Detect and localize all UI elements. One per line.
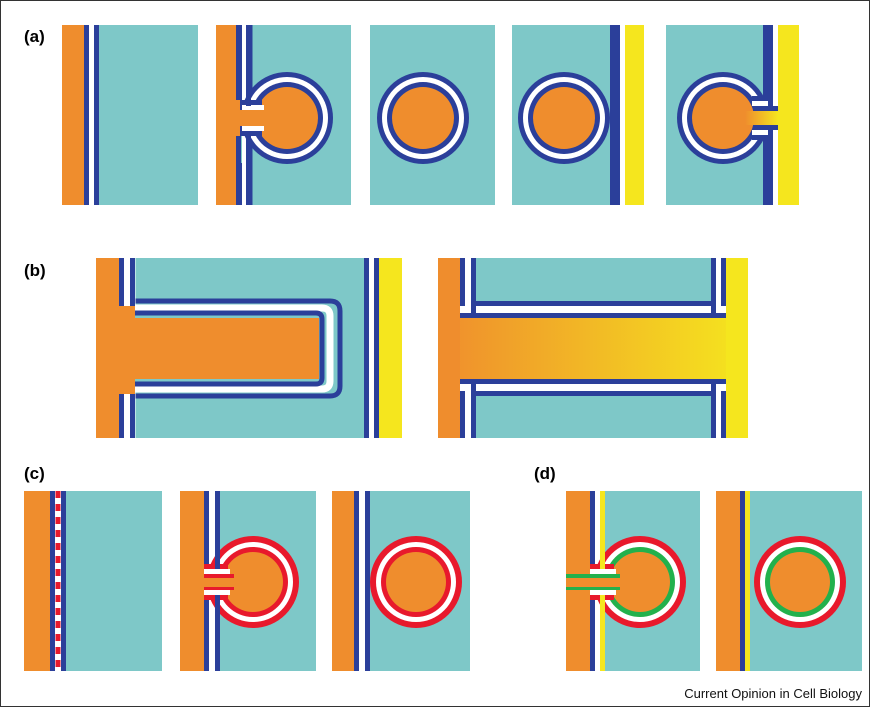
panel-d-stage-1 [566, 491, 700, 671]
panel-a-stage-4 [512, 25, 644, 205]
credit-text: Current Opinion in Cell Biology [684, 686, 862, 701]
panel-c-stage-3 [332, 491, 470, 671]
panel-a-stage-5 [666, 25, 799, 205]
panel-a-stage-2 [216, 25, 351, 205]
panel-c-stage-2 [180, 491, 316, 671]
panel-label-d: (d) [534, 464, 556, 483]
panel-label-b: (b) [24, 261, 46, 280]
panel-label-c: (c) [24, 464, 45, 483]
panel-a-stage-3 [370, 25, 495, 205]
panel-b-stage-1 [96, 258, 402, 438]
panel-b-stage-2 [438, 258, 748, 438]
panel-label-a: (a) [24, 27, 45, 46]
panel-a-stage-1 [62, 25, 198, 205]
panel-d-stage-2 [716, 491, 862, 671]
panel-c-stage-1 [24, 491, 162, 671]
